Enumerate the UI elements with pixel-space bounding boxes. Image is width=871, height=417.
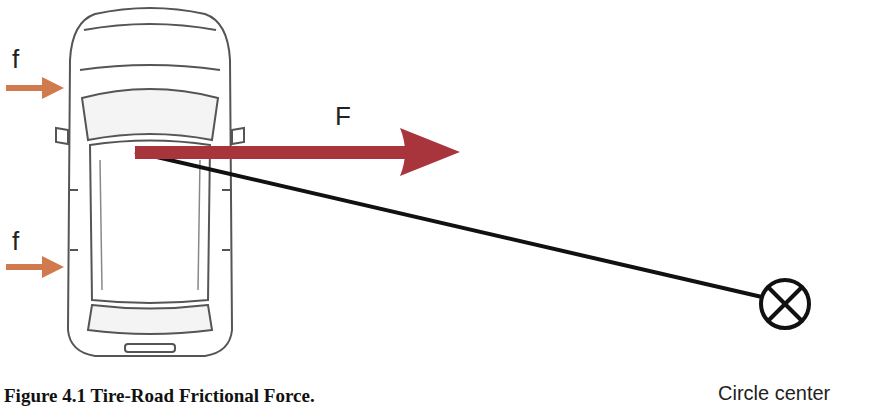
car-top-view — [56, 8, 244, 356]
centripetal-force-arrow — [135, 128, 460, 176]
figure-caption: Figure 4.1 Tire-Road Frictional Force. — [4, 386, 315, 405]
friction-arrow — [6, 77, 64, 278]
force-label: f — [12, 228, 19, 254]
circle-center-symbol — [761, 280, 809, 328]
force-label: F — [335, 103, 351, 129]
point-label: Circle center — [718, 383, 830, 403]
force-label: f — [12, 46, 19, 72]
radius-line — [135, 152, 762, 297]
